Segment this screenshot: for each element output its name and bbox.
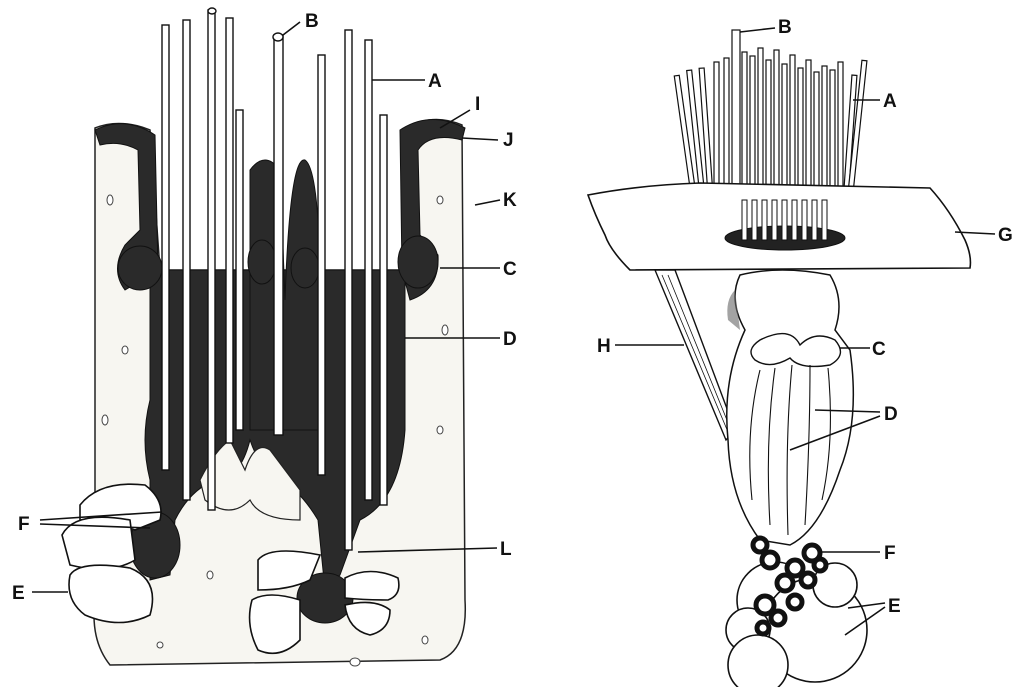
cell-cluster-C-left <box>118 246 162 290</box>
right-label-A: A <box>883 91 897 112</box>
right-label-H: H <box>597 336 611 357</box>
left-panel-section-view: B A I J K C D F L E <box>12 8 517 666</box>
muscle-H <box>655 270 735 440</box>
left-label-B: B <box>305 11 319 32</box>
left-label-A: A <box>428 71 442 92</box>
right-label-F: F <box>884 543 896 564</box>
left-label-L: L <box>500 539 512 560</box>
right-label-B: B <box>778 17 792 38</box>
left-label-C: C <box>503 259 517 280</box>
right-label-C: C <box>872 339 886 360</box>
central-fold <box>250 160 320 430</box>
left-label-D: D <box>503 329 517 350</box>
left-label-F: F <box>18 514 30 535</box>
left-label-I: I <box>475 94 480 115</box>
cell-cluster-C-center-2 <box>291 248 319 288</box>
fat-cells-right-panel <box>726 562 867 687</box>
cell-cluster-C-right <box>398 236 438 288</box>
right-panel-isolated-view: B A G H C D F E <box>588 17 1013 687</box>
right-label-G: G <box>998 225 1013 246</box>
right-label-D: D <box>884 404 898 425</box>
left-label-E: E <box>12 583 25 604</box>
left-label-K: K <box>503 190 517 211</box>
cell-cluster-C-center <box>248 240 276 284</box>
left-label-J: J <box>503 130 514 151</box>
follicle-body <box>727 270 854 545</box>
cell-ring-C <box>751 334 840 367</box>
right-label-E: E <box>888 596 901 617</box>
